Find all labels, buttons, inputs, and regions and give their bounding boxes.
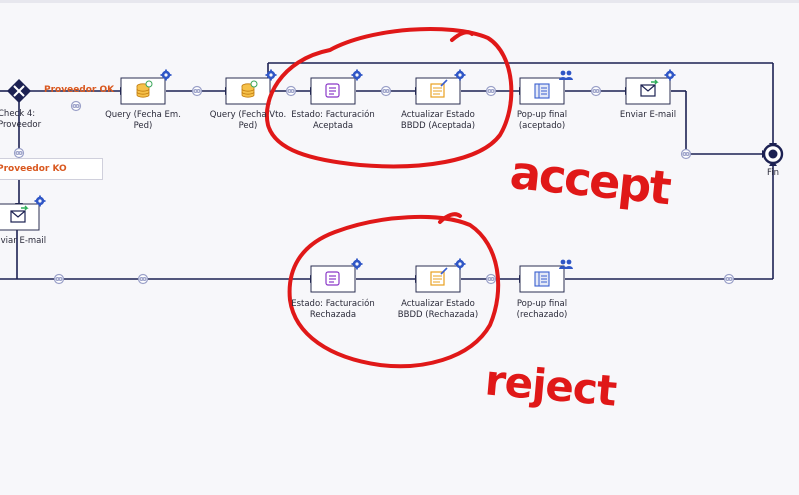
popup-form-icon xyxy=(534,271,550,287)
database-icon xyxy=(241,80,258,98)
end-event-icon[interactable] xyxy=(762,143,784,165)
reject-circle-annotation xyxy=(287,212,501,369)
gear-icon xyxy=(454,258,466,270)
gear-icon xyxy=(351,69,363,81)
users-icons[interactable] xyxy=(559,70,573,269)
gear-icon xyxy=(454,69,466,81)
node-label-popup-aceptado: Pop-up final (aceptado) xyxy=(516,110,568,131)
node-label-popup-rechazado: Pop-up final (rechazado) xyxy=(516,299,568,320)
node-label-enviar-email-top: Enviar E-mail xyxy=(619,110,677,120)
connector-icon xyxy=(191,85,203,97)
connector-icon xyxy=(53,273,65,285)
popup-form-icon xyxy=(534,83,550,99)
branch-ok-label: Proveedor OK xyxy=(44,85,115,95)
gear-icon xyxy=(351,258,363,270)
connector-icon xyxy=(485,273,497,285)
database-icon xyxy=(136,80,153,98)
gear-icon xyxy=(265,69,277,81)
accept-circle-annotation xyxy=(264,26,514,169)
edit-form-icon xyxy=(430,267,448,286)
gear-icons[interactable] xyxy=(34,69,676,270)
task-enviar-email-top xyxy=(625,77,671,105)
connector-icon xyxy=(680,148,692,160)
connector-icon xyxy=(137,273,149,285)
node-label-actualizar-rechazada: Actualizar Estado BBDD (Rechazada) xyxy=(397,299,479,320)
connector-icon xyxy=(723,273,735,285)
gear-icon xyxy=(34,195,46,207)
branch-ko-label[interactable]: Proveedor KO xyxy=(0,158,103,180)
script-icon xyxy=(325,83,340,98)
connector-icon xyxy=(380,85,392,97)
node-label-enviar-email-ko: Enviar E-mail xyxy=(0,236,47,246)
task-boxes[interactable] xyxy=(0,77,671,293)
edit-form-icon xyxy=(430,79,448,98)
node-label-query-fecha-em: Query (Fecha Em. Ped) xyxy=(105,110,181,131)
users-icon xyxy=(559,259,573,269)
email-send-icon xyxy=(640,79,659,97)
connector-icon xyxy=(13,147,25,159)
connector-icon xyxy=(485,85,497,97)
gear-icon xyxy=(160,69,172,81)
node-label-actualizar-aceptada: Actualizar Estado BBDD (Aceptada) xyxy=(400,110,476,131)
gateway-x-icon[interactable] xyxy=(7,79,31,103)
node-label-estado-aceptada: Estado: Facturación Aceptada xyxy=(291,110,375,131)
email-send-icon xyxy=(10,205,29,223)
connector-icon xyxy=(590,85,602,97)
node-label-estado-rechazada: Estado: Facturación Rechazada xyxy=(291,299,375,320)
reject-annotation-text: reject xyxy=(483,355,618,416)
gateway-label: Check 4: Proveedor xyxy=(0,109,42,130)
node-label-query-fecha-vto: Query (Fecha Vto. Ped) xyxy=(209,110,287,131)
users-icon xyxy=(559,70,573,80)
end-label: Fin xyxy=(766,168,780,178)
top-divider xyxy=(0,0,799,3)
script-icon xyxy=(325,271,340,286)
connector-icon xyxy=(285,85,297,97)
gear-icon xyxy=(664,69,676,81)
connector-icons[interactable] xyxy=(13,85,735,285)
connector-icon xyxy=(70,100,82,112)
